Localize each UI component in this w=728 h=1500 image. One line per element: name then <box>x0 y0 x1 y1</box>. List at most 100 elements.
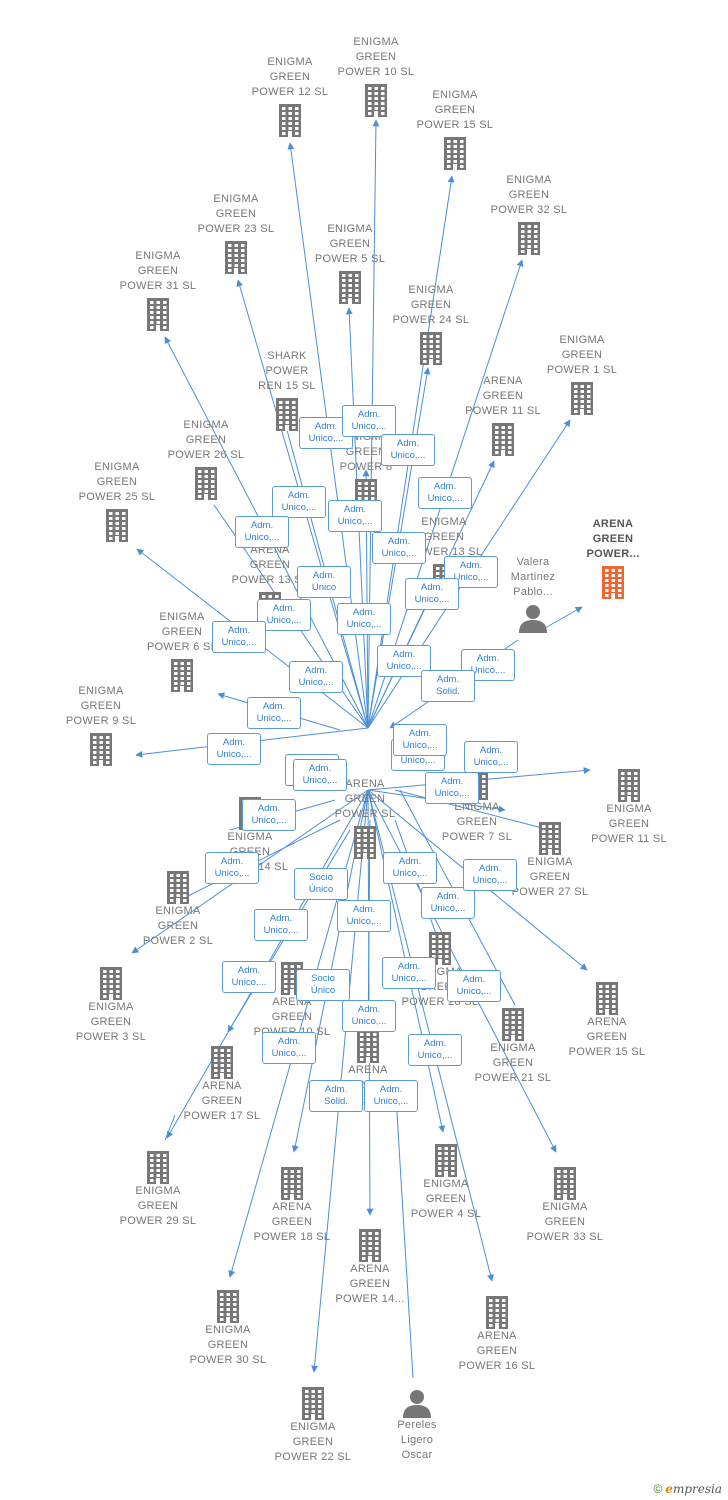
edge-role-label[interactable]: Adm. Unico,... <box>205 852 259 884</box>
edge-role-label[interactable]: Adm. Unico,... <box>337 603 391 635</box>
company-node-n28[interactable]: ENIGMA GREEN POWER 33 SL <box>513 1163 617 1245</box>
building-icon <box>486 1296 508 1329</box>
edge-role-label[interactable]: Adm. Unico,... <box>342 1000 396 1032</box>
edge-role-label[interactable]: Adm. Unico,... <box>337 900 391 932</box>
company-node-n12[interactable]: ARENA GREEN POWER... <box>561 517 665 599</box>
edge-role-label[interactable]: Adm. Unico,... <box>425 772 479 804</box>
company-node-n18[interactable]: ENIGMA GREEN POWER 11 SL <box>577 765 681 847</box>
company-node-n29[interactable]: ARENA GREEN POWER 14... <box>318 1225 422 1307</box>
building-icon <box>444 137 466 170</box>
company-node-n20[interactable]: ENIGMA GREEN POWER 2 SL <box>126 867 230 949</box>
edge-role-label[interactable]: Adm. Unico,... <box>393 724 447 756</box>
building-icon <box>167 871 189 904</box>
node-label: ENIGMA GREEN POWER 12 SL <box>251 56 329 98</box>
person-node-n15[interactable]: Valera Martinez Pablo... <box>481 555 585 633</box>
node-label: ENIGMA GREEN POWER 9 SL <box>65 685 137 727</box>
edge-role-label[interactable]: Adm. Unico,... <box>464 741 518 773</box>
edge-role-label[interactable]: Adm. Unico,... <box>421 887 475 919</box>
company-node-n23[interactable]: ENIGMA GREEN POWER 21 SL <box>461 1004 565 1086</box>
edge-role-label[interactable]: Adm. Unico,... <box>257 599 311 631</box>
edge-role-label[interactable]: Adm. Unico,... <box>418 477 472 509</box>
person-node-n33[interactable]: Pereles Ligero Oscar <box>365 1385 469 1463</box>
company-node-n1[interactable]: ENIGMA GREEN POWER 12 SL <box>238 55 342 137</box>
edge-role-label[interactable]: Adm. Unico,... <box>364 1080 418 1112</box>
edge-role-label[interactable]: Socio Único <box>294 868 348 900</box>
building-icon <box>354 826 376 859</box>
company-node-n17[interactable]: ENIGMA GREEN POWER 9 SL <box>49 684 153 766</box>
company-node-n7[interactable]: ENIGMA GREEN POWER 31 SL <box>106 249 210 331</box>
company-node-n13[interactable]: ENIGMA GREEN POWER 26 SL <box>154 418 258 500</box>
node-label: ENIGMA GREEN POWER 23 SL <box>197 193 275 235</box>
edge-role-label[interactable]: Adm. Unico,... <box>383 852 437 884</box>
edge-role-label[interactable]: Adm. Unico,... <box>328 500 382 532</box>
edge-role-label[interactable]: Adm. Unico,... <box>235 516 289 548</box>
company-node-hub[interactable]: ARENA GREEN POWER SL <box>313 777 417 859</box>
company-node-n21[interactable]: ENIGMA GREEN POWER 3 SL <box>59 963 163 1045</box>
edge-role-label[interactable]: Adm. Unico,... <box>382 957 436 989</box>
company-node-n24[interactable]: ARENA GREEN POWER 17 SL <box>170 1042 274 1124</box>
edge-role-label[interactable]: Adm. Unico,... <box>222 961 276 993</box>
edge-role-label[interactable]: Adm. Unico,... <box>289 661 343 693</box>
node-label: ARENA GREEN POWER 15 SL <box>568 1016 646 1058</box>
edge-role-label[interactable]: Adm. Unico,... <box>247 697 301 729</box>
edge-role-label[interactable]: Adm. Unico <box>297 566 351 598</box>
company-node-n10[interactable]: SHARK POWER REN 15 SL <box>235 349 339 431</box>
edge-role-label[interactable]: Adm. Unico,... <box>262 1032 316 1064</box>
building-icon <box>276 398 298 431</box>
building-icon <box>100 967 122 1000</box>
edge-role-label[interactable]: Adm. Unico,... <box>408 1034 462 1066</box>
company-node-n9[interactable]: ENIGMA GREEN POWER 1 SL <box>530 333 634 415</box>
building-icon <box>339 271 361 304</box>
company-node-n32[interactable]: ENIGMA GREEN POWER 22 SL <box>261 1383 365 1465</box>
edge-role-label[interactable]: Adm. Unico,... <box>293 759 347 791</box>
company-node-n3[interactable]: ENIGMA GREEN POWER 15 SL <box>403 88 507 170</box>
company-node-n5[interactable]: ENIGMA GREEN POWER 23 SL <box>184 192 288 274</box>
edge-role-label[interactable]: Adm. Unico,... <box>212 621 266 653</box>
company-node-n14[interactable]: ENIGMA GREEN POWER 25 SL <box>65 460 169 542</box>
company-node-n4[interactable]: ENIGMA GREEN POWER 32 SL <box>477 173 581 255</box>
edge-n15-n12 <box>544 606 583 629</box>
company-node-n6[interactable]: ENIGMA GREEN POWER 5 SL <box>298 222 402 304</box>
edge-role-label[interactable]: Adm. Unico,... <box>381 434 435 466</box>
node-label: ENIGMA GREEN POWER 5 SL <box>314 223 386 265</box>
building-icon <box>602 566 624 599</box>
edge-role-label[interactable]: Adm. Unico,... <box>447 970 501 1002</box>
node-label: ENIGMA GREEN POWER 2 SL <box>142 905 214 947</box>
edge-role-label[interactable]: Adm. Unico,... <box>242 799 296 831</box>
building-icon <box>195 467 217 500</box>
node-label: SHARK POWER REN 15 SL <box>258 350 316 392</box>
company-node-n2[interactable]: ENIGMA GREEN POWER 10 SL <box>324 35 428 117</box>
footer-brand[interactable]: ©empresia <box>653 1482 722 1496</box>
company-node-n25[interactable]: ENIGMA GREEN POWER 29 SL <box>106 1147 210 1229</box>
edge-role-label[interactable]: Adm. Unico,... <box>372 532 426 564</box>
node-label: ENIGMA GREEN POWER 26 SL <box>167 419 245 461</box>
node-label: ENIGMA GREEN POWER 30 SL <box>189 1324 267 1366</box>
building-icon <box>302 1387 324 1420</box>
node-label: ENIGMA GREEN POWER 33 SL <box>526 1201 604 1243</box>
company-node-n31[interactable]: ARENA GREEN POWER 16 SL <box>445 1292 549 1374</box>
company-node-n19[interactable]: ENIGMA GREEN POWER 27 SL <box>498 818 602 900</box>
edge-role-label[interactable]: Adm. Unico,... <box>405 578 459 610</box>
edge-n24-n25 <box>164 1114 176 1141</box>
edge-role-label[interactable]: Adm. Solid. <box>421 670 475 702</box>
company-node-n11[interactable]: ARENA GREEN POWER 11 SL <box>451 374 555 456</box>
company-node-n22[interactable]: ARENA GREEN POWER 15 SL <box>555 978 659 1060</box>
edge-role-label[interactable]: Socio Único <box>296 969 350 1001</box>
company-node-n27[interactable]: ENIGMA GREEN POWER 4 SL <box>394 1140 498 1222</box>
building-icon <box>359 1229 381 1262</box>
building-icon <box>429 932 451 965</box>
edge-role-label[interactable]: Adm. Unico,... <box>342 405 396 437</box>
node-label: ARENA GREEN POWER SL <box>334 778 396 820</box>
company-node-n16[interactable]: ENIGMA GREEN POWER 6 SL <box>130 610 234 692</box>
building-icon <box>420 332 442 365</box>
edge-role-label[interactable]: Adm. Unico,... <box>463 859 517 891</box>
edge-role-label[interactable]: Adm. Solid. <box>309 1080 363 1112</box>
company-node-n30[interactable]: ENIGMA GREEN POWER 30 SL <box>176 1286 280 1368</box>
building-icon <box>211 1046 233 1079</box>
edge-role-label[interactable]: Adm. Unico,... <box>254 909 308 941</box>
edge-role-label[interactable]: Adm. Unico,... <box>207 733 261 765</box>
company-node-n26[interactable]: ARENA GREEN POWER 18 SL <box>240 1163 344 1245</box>
edge-role-label[interactable]: Adm. Unico,... <box>272 486 326 518</box>
person-icon <box>403 1390 431 1418</box>
company-node-n8[interactable]: ENIGMA GREEN POWER 24 SL <box>379 283 483 365</box>
